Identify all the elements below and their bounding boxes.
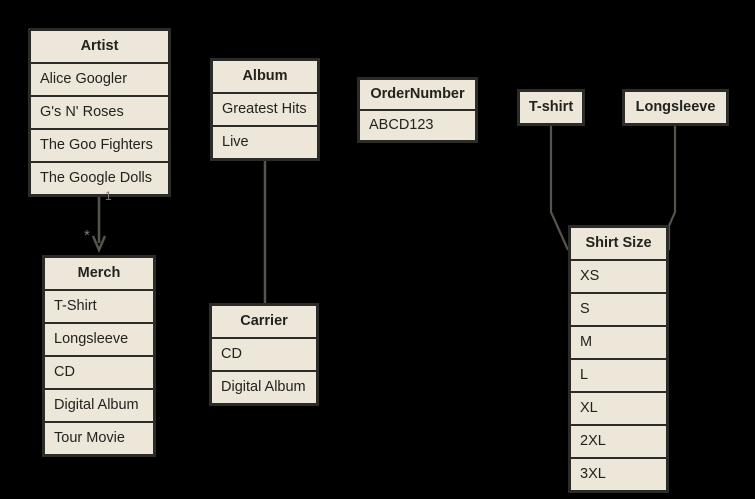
- entity-row[interactable]: M: [571, 327, 666, 358]
- entity-tshirt[interactable]: T-shirt: [517, 89, 585, 126]
- entity-row[interactable]: The Google Dolls: [31, 163, 168, 194]
- entity-row[interactable]: CD: [212, 339, 316, 370]
- edge-label-artist-merch-one: 1: [105, 189, 112, 203]
- entity-row[interactable]: Tour Movie: [45, 423, 153, 454]
- entity-row[interactable]: Greatest Hits: [213, 94, 317, 125]
- entity-row[interactable]: Alice Googler: [31, 64, 168, 95]
- entity-row[interactable]: XS: [571, 261, 666, 292]
- entity-header-longsleeve: Longsleeve: [625, 92, 726, 123]
- entity-row[interactable]: The Goo Fighters: [31, 130, 168, 161]
- entity-row[interactable]: 2XL: [571, 426, 666, 457]
- entity-row[interactable]: Digital Album: [45, 390, 153, 421]
- entity-row[interactable]: G's N' Roses: [31, 97, 168, 128]
- entity-row[interactable]: L: [571, 360, 666, 391]
- entity-row[interactable]: CD: [45, 357, 153, 388]
- entity-row[interactable]: Live: [213, 127, 317, 158]
- entity-header-album: Album: [213, 61, 317, 92]
- entity-row[interactable]: S: [571, 294, 666, 325]
- edge-label-artist-merch-many: *: [84, 227, 90, 244]
- entity-header-tshirt: T-shirt: [520, 92, 582, 123]
- entity-row[interactable]: Digital Album: [212, 372, 316, 403]
- entity-header-shirtsize: Shirt Size: [571, 228, 666, 259]
- entity-row[interactable]: T-Shirt: [45, 291, 153, 322]
- entity-row[interactable]: Longsleeve: [45, 324, 153, 355]
- entity-row[interactable]: 3XL: [571, 459, 666, 490]
- entity-longsleeve[interactable]: Longsleeve: [622, 89, 729, 126]
- entity-header-merch: Merch: [45, 258, 153, 289]
- entity-header-carrier: Carrier: [212, 306, 316, 337]
- entity-header-artist: Artist: [31, 31, 168, 62]
- connector-longsleeve-shirtsize: [667, 120, 677, 250]
- entity-row[interactable]: XL: [571, 393, 666, 424]
- connector-tshirt-shirtsize: [549, 120, 570, 251]
- entity-header-ordernumber: OrderNumber: [360, 80, 475, 109]
- entity-row[interactable]: ABCD123: [360, 111, 475, 140]
